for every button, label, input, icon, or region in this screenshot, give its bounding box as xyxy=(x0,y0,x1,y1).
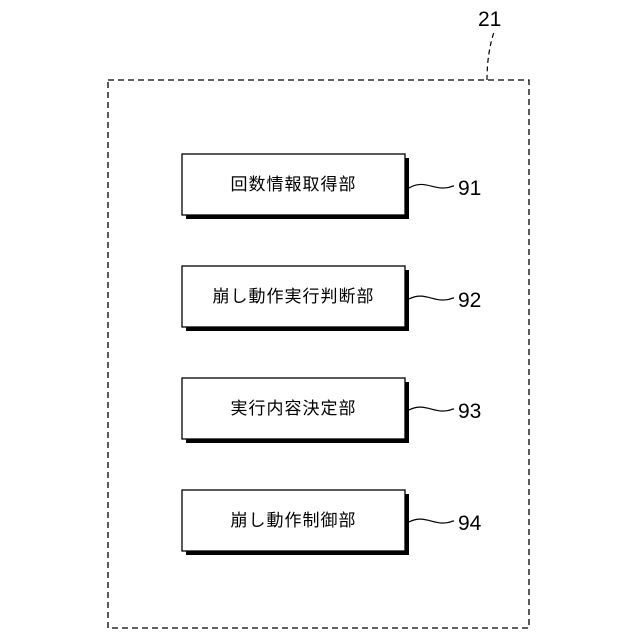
block-4-ref-label: 94 xyxy=(458,512,482,535)
block-4-label: 崩し動作制御部 xyxy=(231,511,357,531)
block-2-label: 崩し動作実行判断部 xyxy=(213,287,375,307)
block-3-leader-line xyxy=(409,407,454,411)
block-4-leader-line xyxy=(409,519,454,523)
block-1-leader-line xyxy=(409,184,454,188)
block-1: 回数情報取得部 91 xyxy=(182,154,481,219)
block-2: 崩し動作実行判断部 92 xyxy=(182,266,481,331)
block-2-ref-label: 92 xyxy=(458,289,481,312)
block-3-label: 実行内容決定部 xyxy=(231,399,357,419)
block-2-leader-line xyxy=(409,296,454,300)
block-1-ref-label: 91 xyxy=(458,177,481,200)
block-1-label: 回数情報取得部 xyxy=(231,175,357,195)
container-leader-line xyxy=(487,32,494,80)
block-4: 崩し動作制御部 94 xyxy=(182,490,482,555)
block-3-ref-label: 93 xyxy=(458,400,481,423)
block-3: 実行内容決定部 93 xyxy=(182,378,481,443)
container-ref-label: 21 xyxy=(478,8,501,31)
